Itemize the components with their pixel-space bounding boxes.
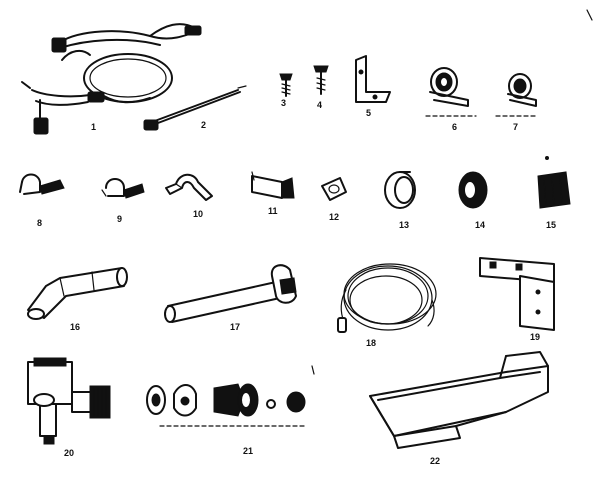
part-11-flag-clip <box>251 171 295 199</box>
label-14: 14 <box>475 220 485 230</box>
label-1: 1 <box>91 122 96 132</box>
part-2-tie-strap <box>143 85 247 131</box>
part-16-elbow-tube <box>27 267 128 320</box>
part-7-cable-clamp <box>495 73 537 117</box>
part-4-bolt <box>313 65 329 95</box>
part-9-clip <box>101 178 145 199</box>
label-13: 13 <box>399 220 409 230</box>
label-19: 19 <box>530 332 540 342</box>
label-12: 12 <box>329 212 339 222</box>
part-3-screw <box>279 73 293 97</box>
label-16: 16 <box>70 322 80 332</box>
part-17-fill-tube <box>164 264 297 323</box>
label-6: 6 <box>452 122 457 132</box>
label-15: 15 <box>546 220 556 230</box>
part-19-mounting-bracket <box>479 257 555 331</box>
part-13-ring <box>384 171 416 209</box>
label-20: 20 <box>64 448 74 458</box>
label-8: 8 <box>37 218 42 228</box>
stray-mark <box>586 9 593 21</box>
label-2: 2 <box>201 120 206 130</box>
part-14-washer <box>458 171 488 209</box>
label-3: 3 <box>281 98 286 108</box>
label-11: 11 <box>268 206 278 216</box>
label-7: 7 <box>513 122 518 132</box>
part-15-foam-block <box>537 156 571 209</box>
part-20-water-valve <box>27 357 111 445</box>
label-10: 10 <box>193 209 203 219</box>
label-5: 5 <box>366 108 371 118</box>
part-21-fitting-set <box>146 365 315 427</box>
label-22: 22 <box>430 456 440 466</box>
label-18: 18 <box>366 338 376 348</box>
part-12-grommet <box>321 177 347 201</box>
part-22-ice-bin <box>369 351 549 449</box>
label-9: 9 <box>117 214 122 224</box>
part-18-coiled-tubing <box>337 263 437 333</box>
label-4: 4 <box>317 100 322 110</box>
part-10-strap-clamp <box>165 173 213 201</box>
label-17: 17 <box>230 322 240 332</box>
label-21: 21 <box>243 446 253 456</box>
part-6-cable-clamp <box>425 67 477 117</box>
part-8-clip <box>19 173 65 195</box>
part-5-l-bracket <box>355 55 391 103</box>
part-1-wire-harness <box>21 23 202 135</box>
